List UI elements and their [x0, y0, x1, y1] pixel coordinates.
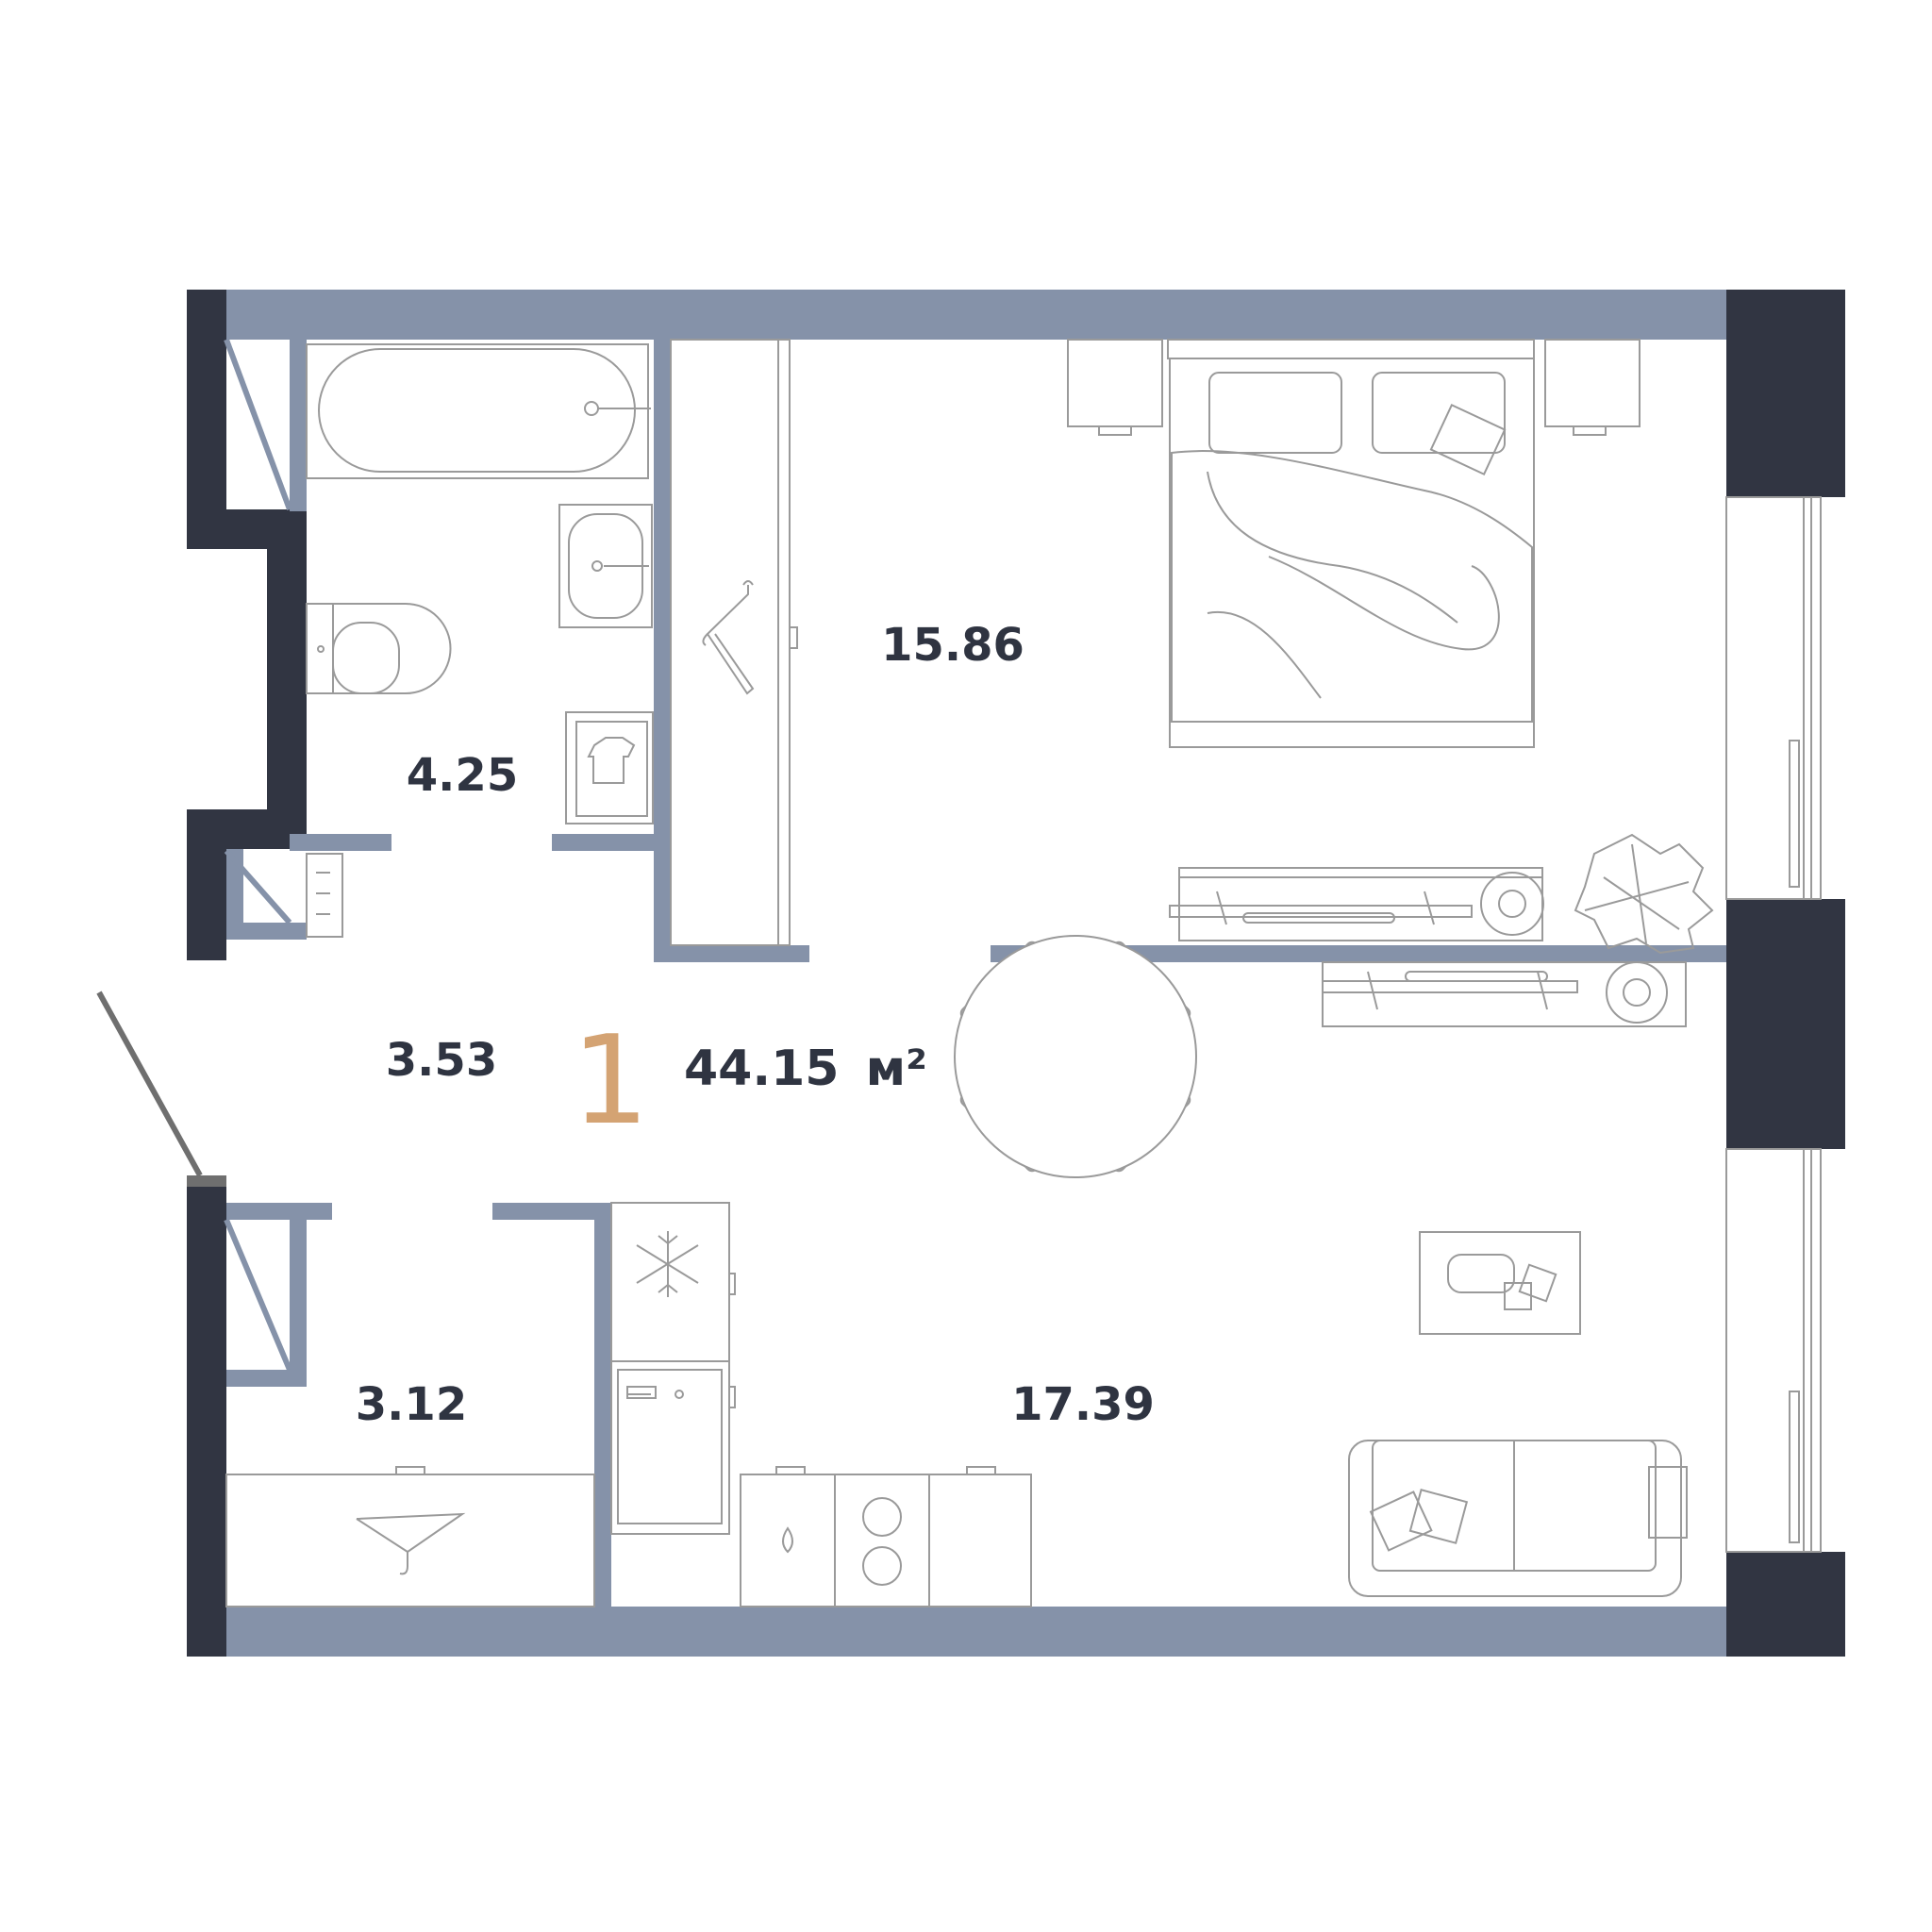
- closet: [670, 339, 798, 946]
- right-wall-bottom: [1726, 1552, 1845, 1657]
- inner-walls: [187, 340, 1726, 1607]
- left-wall-top: [187, 290, 226, 549]
- tv-console-living: [1322, 961, 1687, 1027]
- wardrobe-cabinet: [225, 1466, 595, 1607]
- wardrobe-top-wall-left: [226, 1203, 332, 1220]
- left-wall-mid: [187, 809, 226, 960]
- entry-wall-cap: [187, 1175, 226, 1187]
- closet-bottom-wall: [654, 945, 809, 962]
- bedroom-area: 15.86: [881, 619, 1024, 672]
- sofa-icon: [1348, 1440, 1688, 1597]
- hanger-icon: [702, 580, 755, 695]
- top-wall: [187, 290, 1726, 340]
- hallway-area: 3.53: [386, 1034, 497, 1087]
- nightstand-right: [1544, 339, 1641, 436]
- cooktop-icon: [834, 1474, 930, 1607]
- coffee-table: [1419, 1231, 1581, 1335]
- wardrobe-top-wall-right: [492, 1203, 611, 1220]
- total-area-value: 44.15: [684, 1041, 839, 1097]
- bath-left-wall: [290, 340, 307, 511]
- shafts: [224, 338, 292, 1372]
- total-area: 44.15 м²: [684, 1041, 927, 1097]
- outer-walls: [187, 290, 1845, 1657]
- left-wall-bottom: [187, 1175, 226, 1657]
- bath-bottom-wall-left: [290, 834, 391, 851]
- bottom-wall: [187, 1607, 1726, 1657]
- wardrobe-niche-wall: [226, 1370, 307, 1387]
- plant-icon: [1574, 833, 1714, 955]
- wardrobe-niche-side: [290, 1220, 307, 1387]
- nightstand-left: [1067, 339, 1163, 436]
- wardrobe-area: 3.12: [356, 1378, 467, 1431]
- double-bed-icon: [1167, 339, 1535, 748]
- kitchen-living-area: 17.39: [1011, 1378, 1155, 1431]
- bath-right-wall: [654, 340, 671, 962]
- towel-rail: [306, 853, 343, 938]
- wardrobe-right-wall: [594, 1203, 611, 1607]
- window-top: [1725, 496, 1822, 900]
- right-wall-mid: [1726, 899, 1845, 1149]
- tv-console-bedroom: [1169, 867, 1544, 941]
- bath-bottom-wall-right: [552, 834, 671, 851]
- sink-icon: [558, 504, 653, 628]
- bedroom-bottom-wall: [991, 945, 1726, 962]
- washing-machine-icon: [565, 711, 654, 824]
- toilet-icon: [306, 603, 452, 694]
- total-area-unit: м²: [866, 1041, 927, 1097]
- bathroom-area: 4.25: [407, 749, 518, 802]
- left-niche-inner-bottom: [226, 849, 243, 940]
- dining-table-icon: [954, 935, 1197, 1178]
- left-wall-pillar: [267, 509, 307, 849]
- room-count: 1: [572, 1008, 650, 1152]
- window-bottom: [1725, 1148, 1822, 1553]
- bathtub-icon: [306, 343, 651, 479]
- right-wall-top: [1726, 290, 1845, 497]
- left-niche-inner: [226, 923, 307, 940]
- snowflake-icon: [636, 1231, 699, 1297]
- entry-door: [96, 991, 203, 1177]
- kitchen: [610, 1202, 1032, 1607]
